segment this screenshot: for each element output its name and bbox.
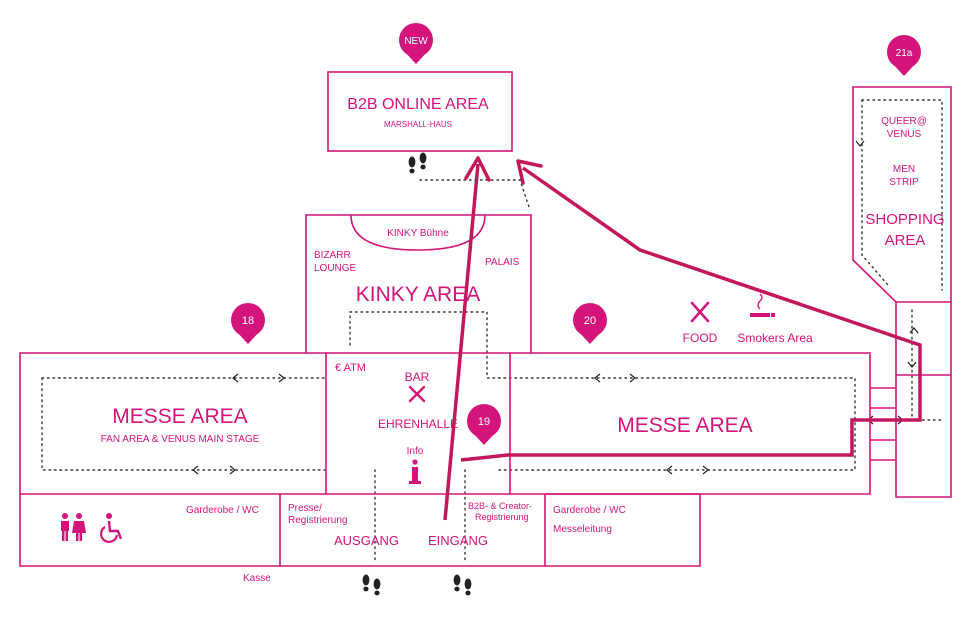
b2b-creator-registrierung-label: B2B- & Creator- — [468, 501, 532, 511]
pin-20: 20 — [573, 303, 607, 344]
presse-registrierung-label: Registrierung — [288, 515, 347, 526]
pin-label: 20 — [584, 315, 596, 327]
side-hall-21a — [852, 86, 952, 498]
food-label: FOOD — [683, 331, 718, 345]
men-strip-label: STRIP — [889, 177, 919, 188]
men-strip-label: MEN — [893, 164, 915, 175]
footprints-icon — [408, 152, 427, 174]
info-icon — [409, 459, 421, 484]
fork-knife-icon — [690, 301, 710, 323]
bar-label: BAR — [405, 370, 430, 384]
ehrenhalle-label: EHRENHALLE — [378, 417, 458, 431]
pin-label: 19 — [478, 416, 490, 428]
wheelchair-icon — [100, 513, 123, 543]
pin-21a: 21a — [887, 35, 921, 76]
palais-label: PALAIS — [485, 257, 520, 268]
queer-venus-label: QUEER@ — [881, 116, 927, 127]
garderobe-wc-left: Garderobe / WC — [186, 505, 259, 516]
kasse-label: Kasse — [243, 573, 271, 584]
info-label: Info — [407, 446, 424, 457]
messe-area-right-title: MESSE AREA — [617, 414, 752, 437]
shopping-area-label: SHOPPING — [865, 211, 944, 228]
pin-label: 18 — [242, 315, 254, 327]
atm-label: € ATM — [335, 362, 366, 374]
kinky-stage-label: KINKY Bühne — [387, 228, 449, 239]
cigarette-icon — [750, 293, 775, 317]
pin-18: 18 — [231, 303, 265, 344]
kinky-hall — [305, 214, 532, 353]
footprints-icon — [453, 574, 472, 596]
b2b-creator-registrierung-label: Registrierung — [475, 512, 529, 522]
bizarr-lounge-label: BIZARR — [314, 250, 351, 261]
b2b-online-subtitle: MARSHALL-HAUS — [384, 120, 452, 129]
eingang-label: EINGANG — [428, 533, 488, 548]
walkway-paths — [41, 99, 943, 561]
presse-registrierung-label: Presse/ — [288, 503, 322, 514]
messe-area-left-subtitle: FAN AREA & VENUS MAIN STAGE — [101, 434, 260, 445]
smokers-area-label: Smokers Area — [737, 331, 813, 345]
restroom-icon — [61, 513, 86, 541]
pin-new: NEW — [399, 23, 433, 64]
pin-label: 21a — [896, 48, 913, 59]
ausgang-label: AUSGANG — [334, 533, 399, 548]
kinky-stage-arc — [350, 214, 486, 251]
bizarr-lounge-label: LOUNGE — [314, 263, 357, 274]
messe-area-left-title: MESSE AREA — [112, 405, 247, 428]
route-to-b2b — [460, 166, 922, 462]
queer-venus-label: VENUS — [887, 129, 922, 140]
footprints-icon — [362, 574, 381, 596]
route-arrows — [443, 156, 922, 521]
pin-19: 19 — [467, 404, 501, 445]
fork-knife-icon — [408, 385, 426, 403]
shopping-area-label: AREA — [885, 232, 926, 249]
b2b-online-title: B2B ONLINE AREA — [347, 96, 489, 113]
entrance-route — [443, 163, 480, 521]
pin-label: NEW — [404, 36, 428, 47]
building-outlines — [19, 71, 952, 567]
b2b-online-box — [327, 71, 513, 152]
kinky-area-title: KINKY AREA — [356, 283, 481, 306]
garderobe-wc-right: Garderobe / WC — [553, 505, 626, 516]
messeleitung-label: Messeleitung — [553, 524, 612, 535]
